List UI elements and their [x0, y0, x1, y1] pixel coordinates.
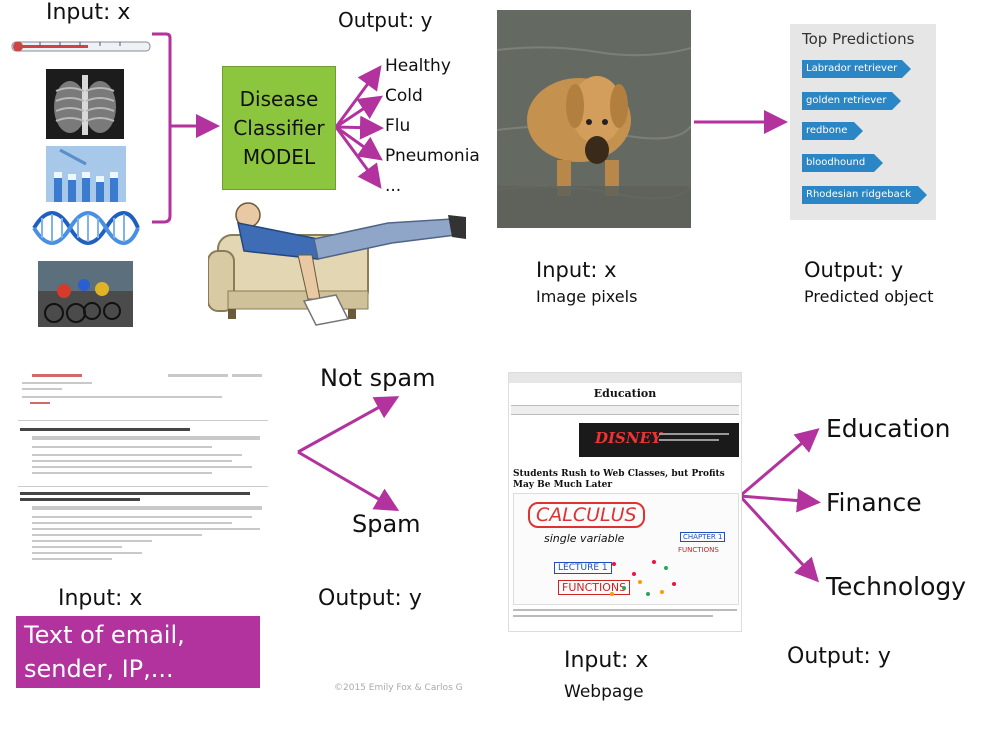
disney-ad-logo: DISNEY: [595, 429, 662, 447]
dog-in-water-image: [497, 10, 691, 228]
web-output-label: Output: y: [787, 644, 891, 669]
disease-classifier-model-box: Disease Classifier MODEL: [222, 66, 336, 190]
disease-output-healthy: Healthy: [385, 56, 451, 76]
chest-xray-image: [46, 69, 124, 139]
webpage-headline: Students Rush to Web Classes, but Profit…: [513, 469, 725, 490]
prediction-5: Rhodesian ridgeback: [802, 186, 927, 204]
whiteboard-single-variable: single variable: [544, 532, 625, 545]
disease-output-flu: Flu: [385, 116, 411, 136]
model-label-line-2: Classifier: [233, 115, 325, 140]
prediction-3: redbone: [802, 122, 863, 140]
model-label-line-1: Disease: [239, 86, 319, 111]
web-input-sublabel: Webpage: [564, 682, 644, 702]
model-label-line-3: MODEL: [242, 144, 316, 169]
spam-output-spam: Spam: [352, 510, 421, 538]
whiteboard-calculus: CALCULUS: [528, 502, 645, 528]
whiteboard-doodles: [610, 560, 676, 596]
top-predictions-title: Top Predictions: [802, 30, 915, 48]
top-predictions-panel: Top Predictions Labrador retriever golde…: [790, 24, 936, 220]
thermometer-image: [10, 38, 154, 54]
copyright-text: ©2015 Emily Fox & Carlos G: [334, 683, 463, 693]
calculus-whiteboard: CALCULUS single variable LECTURE 1 FUNCT…: [513, 493, 739, 605]
webpage-section-title: Education: [593, 387, 657, 400]
cyclists-image: [38, 261, 133, 327]
image-output-label: Output: y: [804, 258, 904, 282]
web-output-finance: Finance: [826, 488, 922, 517]
webpage-screenshot: Education DISNEY Students Rush to Web Cl…: [508, 372, 742, 632]
spam-output-label: Output: y: [318, 586, 422, 611]
disease-output-label: Output: y: [338, 8, 433, 32]
web-output-technology: Technology: [826, 572, 967, 601]
disease-output-cold: Cold: [385, 86, 423, 106]
disease-output-more: ...: [385, 176, 402, 196]
prediction-1: Labrador retriever: [802, 60, 911, 78]
email-features-line-2: sender, IP,...: [24, 655, 174, 683]
email-features-line-1: Text of email,: [24, 621, 185, 649]
disease-output-list: Healthy Cold Flu Pneumonia ...: [385, 56, 480, 206]
dna-image: [32, 208, 140, 248]
sick-person-on-couch-illustration: [207, 195, 478, 330]
email-features-box: Text of email, sender, IP,...: [16, 616, 260, 688]
image-input-label: Input: x: [536, 258, 617, 282]
whiteboard-lecture: LECTURE 1: [554, 562, 612, 574]
prediction-4: bloodhound: [802, 154, 883, 172]
whiteboard-chapter: CHAPTER 1: [680, 532, 726, 542]
disease-input-label: Input: x: [46, 0, 131, 25]
web-input-label: Input: x: [564, 648, 649, 673]
email-screenshot: [18, 368, 268, 568]
image-output-sublabel: Predicted object: [804, 287, 934, 306]
image-input-sublabel: Image pixels: [536, 287, 638, 306]
disease-output-pneumonia: Pneumonia: [385, 146, 480, 166]
prediction-2: golden retriever: [802, 92, 901, 110]
whiteboard-functions: FUNCTIONS: [558, 580, 631, 595]
test-tubes-image: [46, 146, 126, 202]
web-output-education: Education: [826, 414, 951, 443]
spam-input-label: Input: x: [58, 586, 143, 611]
whiteboard-functions-2: FUNCTIONS: [678, 546, 719, 554]
spam-output-not-spam: Not spam: [320, 364, 436, 392]
